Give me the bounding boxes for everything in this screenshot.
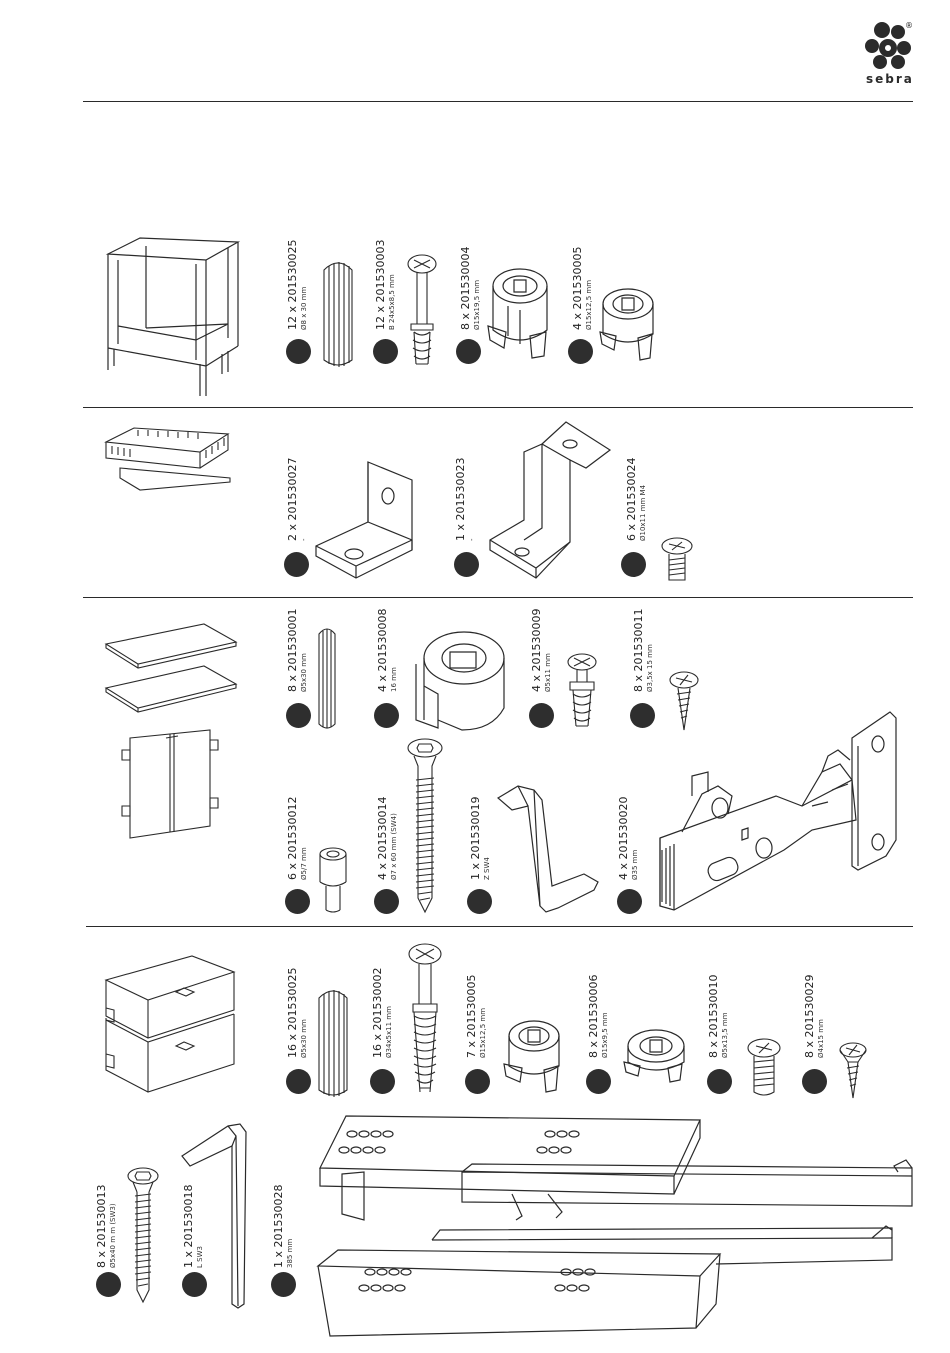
part-marker-p10 bbox=[529, 703, 554, 728]
shelf-pin-icon bbox=[316, 846, 350, 914]
shelf-support-cup-icon bbox=[412, 628, 506, 732]
part-marker-p13 bbox=[374, 889, 399, 914]
part-marker-p3 bbox=[456, 339, 481, 364]
wood-screw-icon bbox=[668, 670, 700, 732]
connector-bolt-icon bbox=[404, 254, 440, 370]
cam-lock-small-icon bbox=[502, 1018, 562, 1098]
cabinet-doors-illustration bbox=[118, 728, 222, 840]
part-marker-p11 bbox=[630, 703, 655, 728]
registered-mark: ® bbox=[905, 21, 913, 30]
cam-lock-flat-icon bbox=[622, 1026, 688, 1084]
drawer-tray-illustration bbox=[104, 424, 232, 492]
z-hex-key-icon bbox=[494, 782, 602, 918]
part-marker-p16 bbox=[286, 1069, 311, 1094]
part-marker-p6 bbox=[454, 552, 479, 577]
cabinet-frame-illustration bbox=[104, 236, 244, 398]
part-marker-p9 bbox=[374, 703, 399, 728]
confirmat-screw-icon bbox=[124, 1166, 162, 1306]
part-marker-p1 bbox=[286, 339, 311, 364]
sebra-logo-icon bbox=[865, 22, 911, 69]
part-marker-p4 bbox=[568, 339, 593, 364]
section-divider bbox=[86, 926, 913, 927]
drawer-box-illustration bbox=[104, 954, 238, 1094]
part-marker-p14 bbox=[467, 889, 492, 914]
l-hex-key-icon bbox=[180, 1120, 254, 1310]
part-marker-p24 bbox=[271, 1272, 296, 1297]
cam-lock-icon bbox=[486, 266, 552, 366]
part-marker-p7 bbox=[621, 552, 646, 577]
connector-bolt-icon bbox=[404, 942, 446, 1100]
part-marker-p18 bbox=[465, 1069, 490, 1094]
part-marker-p20 bbox=[707, 1069, 732, 1094]
cam-lock-small-icon bbox=[598, 286, 656, 366]
wood-dowel-icon bbox=[321, 258, 355, 368]
concealed-hinge-icon bbox=[652, 710, 900, 920]
part-label-p5: 2 x 201530027- bbox=[286, 457, 308, 542]
part-marker-p19 bbox=[586, 1069, 611, 1094]
part-marker-p2 bbox=[373, 339, 398, 364]
brand-name: sebra bbox=[866, 72, 914, 86]
small-dowel-icon bbox=[316, 626, 338, 730]
section-divider bbox=[83, 597, 913, 598]
confirmat-screw-icon bbox=[404, 738, 446, 916]
part-marker-p8 bbox=[286, 703, 311, 728]
part-marker-p21 bbox=[802, 1069, 827, 1094]
drawer-runner-rails-icon bbox=[312, 1114, 920, 1344]
part-marker-p17 bbox=[370, 1069, 395, 1094]
section-divider bbox=[83, 407, 913, 408]
z-bracket-icon bbox=[486, 420, 612, 580]
part-marker-p22 bbox=[96, 1272, 121, 1297]
machine-screw-icon bbox=[660, 536, 694, 584]
wood-dowel-icon bbox=[316, 986, 350, 1098]
countersunk-screw-icon bbox=[838, 1042, 868, 1100]
part-marker-p5 bbox=[284, 552, 309, 577]
header-divider bbox=[83, 101, 913, 102]
part-marker-p23 bbox=[182, 1272, 207, 1297]
angle-bracket-icon bbox=[312, 456, 418, 580]
part-label-p6: 1 x 201530023- bbox=[454, 457, 476, 542]
shelf-panels-illustration bbox=[104, 620, 238, 714]
connector-screw-icon bbox=[564, 652, 600, 732]
euro-screw-icon bbox=[746, 1038, 782, 1098]
part-marker-p15 bbox=[617, 889, 642, 914]
part-marker-p12 bbox=[285, 889, 310, 914]
